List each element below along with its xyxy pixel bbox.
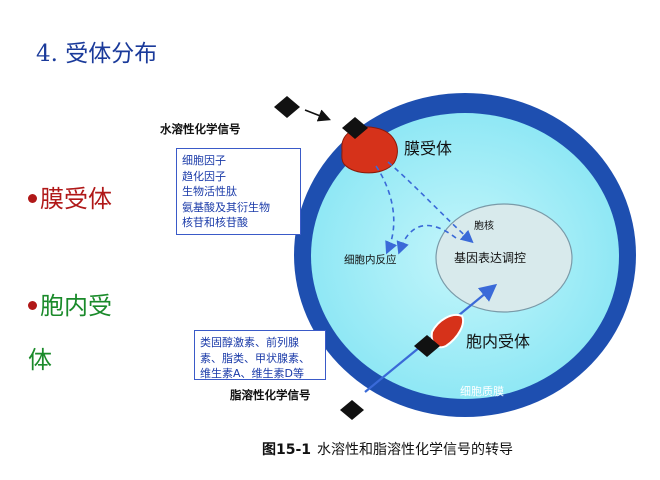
dashed-arrow-to-nucleus <box>387 161 474 244</box>
figure-number: 图15-1 <box>262 442 312 458</box>
gene-regulation-label: 基因表达调控 <box>454 251 527 265</box>
lipid-example-item: 素、脂类、甲状腺素、 <box>200 351 310 365</box>
figure-caption-text: 水溶性和脂溶性化学信号的转导 <box>317 442 514 458</box>
intracellular-response-label: 细胞内反应 <box>344 254 397 266</box>
nucleus-label: 胞核 <box>474 221 494 232</box>
lipid-signal-molecule-icon <box>340 400 364 420</box>
bullet-dot-icon <box>28 193 37 203</box>
lipid-example-item: 类固醇激素、前列腺 <box>200 336 299 349</box>
slide-heading: 4. 受体分布 <box>36 41 158 67</box>
figure-caption: 图15-1 水溶性和脂溶性化学信号的转导 <box>262 439 513 459</box>
water-soluble-examples-box: 细胞因子 趋化因子 生物活性肽 氨基酸及其衍生物 核苷和核苷酸 <box>176 148 301 235</box>
lipid-soluble-examples-box: 类固醇激素、前列腺 素、脂类、甲状腺素、 维生素A、维生素D等 <box>194 330 326 380</box>
water-example-item: 核苷和核苷酸 <box>182 216 248 229</box>
water-example-item: 氨基酸及其衍生物 <box>182 200 270 214</box>
bullet-intracellular-text-line2: 体 <box>28 346 52 374</box>
bullet-dot-icon <box>28 300 37 310</box>
water-signal-molecule-icon <box>274 96 300 118</box>
lipid-soluble-signal-label: 脂溶性化学信号 <box>230 388 311 402</box>
dashed-arrow-nucleus-to-response <box>396 224 457 255</box>
water-example-item: 生物活性肽 <box>182 185 237 198</box>
bullet-intracellular-receptor: 胞内受 体 <box>28 279 112 387</box>
bullet-membrane-receptor: 膜受体 <box>28 172 112 226</box>
bullet-membrane-text: 膜受体 <box>40 185 112 213</box>
bullet-intracellular-text-line1: 胞内受 <box>40 292 112 320</box>
bound-water-signal-icon <box>342 117 368 139</box>
water-example-item: 趋化因子 <box>182 169 226 183</box>
water-signal-arrow <box>304 109 331 122</box>
intracellular-receptor-label: 胞内受体 <box>466 332 531 351</box>
bound-lipid-signal-icon <box>414 335 440 357</box>
water-soluble-signal-label: 水溶性化学信号 <box>160 122 241 136</box>
membrane-receptor-label: 膜受体 <box>404 139 453 158</box>
cell-membrane-label: 细胞质膜 <box>460 385 504 398</box>
lipid-example-item: 维生素A、维生素D等 <box>200 367 304 380</box>
water-example-item: 细胞因子 <box>182 154 226 167</box>
